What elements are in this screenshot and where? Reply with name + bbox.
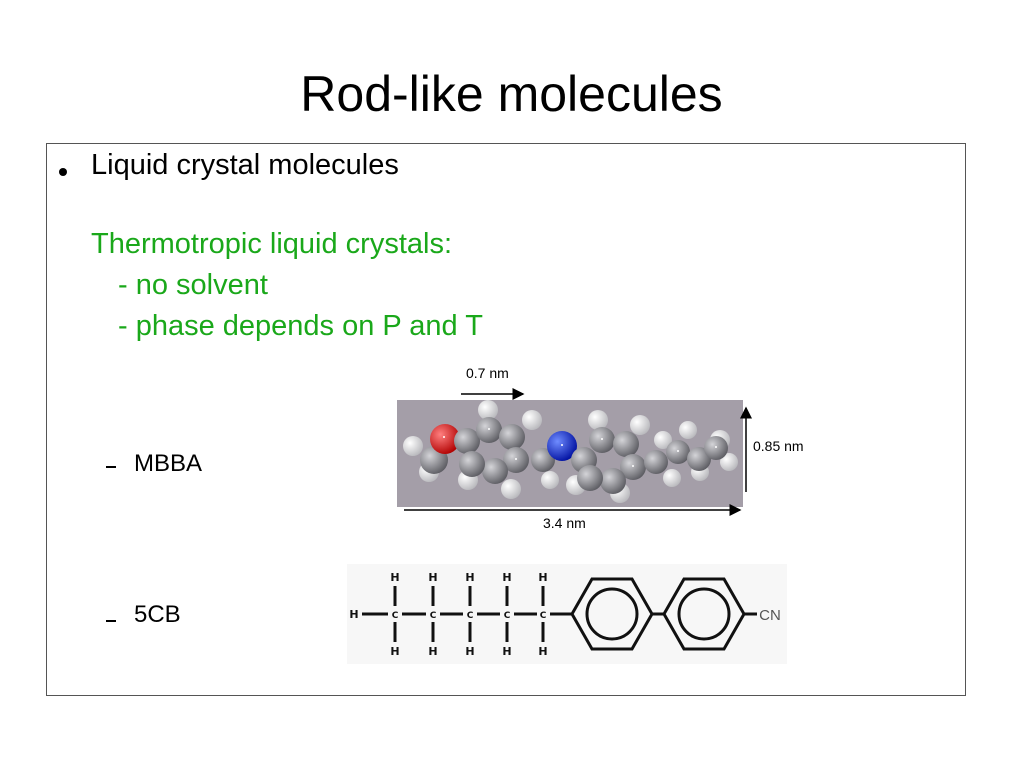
sub-item-phase: - phase depends on P and T xyxy=(118,310,483,342)
svg-text:H: H xyxy=(502,645,511,658)
svg-text:H: H xyxy=(465,571,474,584)
content-frame xyxy=(46,143,966,696)
svg-text:H: H xyxy=(428,571,437,584)
dimension-width-label: 0.7 nm xyxy=(466,365,509,381)
svg-text:C: C xyxy=(540,611,547,621)
svg-text:C: C xyxy=(430,611,437,621)
dimension-length-label: 3.4 nm xyxy=(543,515,586,531)
svg-text:H: H xyxy=(538,571,547,584)
mbba-model xyxy=(403,400,738,503)
cn-group-label: CN xyxy=(759,607,781,624)
svg-text:H: H xyxy=(349,608,358,621)
svg-text:H: H xyxy=(390,645,399,658)
sub-item-no-solvent: - no solvent xyxy=(118,269,268,301)
svg-text:H: H xyxy=(465,645,474,658)
svg-text:H: H xyxy=(502,571,511,584)
dimension-height-label: 0.85 nm xyxy=(753,438,804,454)
page-title: Rod-like molecules xyxy=(300,66,723,122)
bullet-dot-icon xyxy=(59,168,67,176)
molecule-label-mbba: MBBA xyxy=(134,450,203,477)
svg-text:H: H xyxy=(390,571,399,584)
svg-text:H: H xyxy=(428,645,437,658)
dash-icon xyxy=(106,466,116,468)
bullet-main-text: Liquid crystal molecules xyxy=(91,149,399,181)
5cb-atom-labels: H H H H H H H H H H H C C C C C xyxy=(349,571,547,658)
sub-heading: Thermotropic liquid crystals: xyxy=(91,228,452,260)
svg-text:C: C xyxy=(467,611,474,621)
svg-text:C: C xyxy=(504,611,511,621)
svg-text:H: H xyxy=(538,645,547,658)
dash-icon xyxy=(106,620,116,622)
molecule-label-5cb: 5CB xyxy=(134,601,181,628)
5cb-structure xyxy=(362,577,757,651)
svg-text:C: C xyxy=(392,611,399,621)
